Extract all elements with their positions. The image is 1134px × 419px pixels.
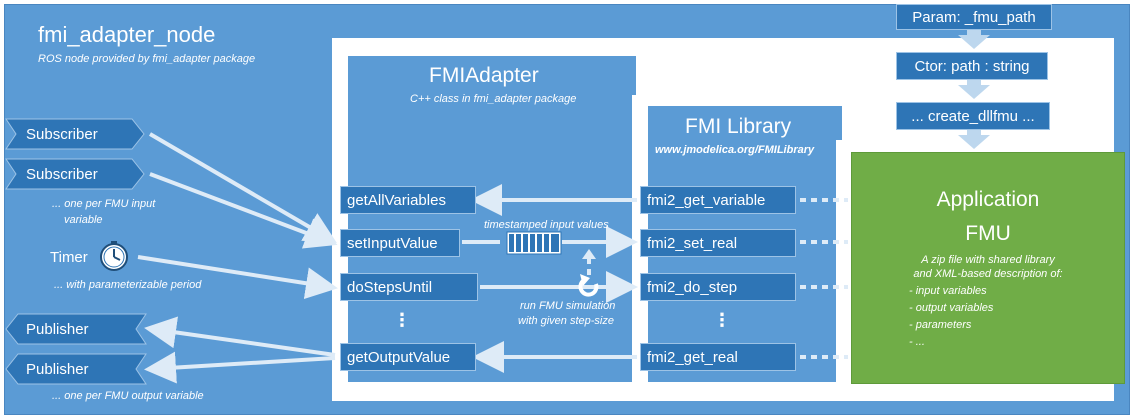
fmu-item-input-variables: - input variables xyxy=(909,285,987,297)
refresh-icon xyxy=(578,274,599,297)
method-label: getOutputValue xyxy=(347,348,451,366)
method-get-all-variables: getAllVariables xyxy=(340,186,476,214)
fmu-description-2: and XML-based description of: xyxy=(913,268,1063,280)
library-ellipsis: ⋮ xyxy=(713,310,731,330)
buffer-icon xyxy=(506,231,562,255)
subscriber2-arrow xyxy=(149,172,338,249)
ctor-box: Ctor: path : string xyxy=(896,52,1048,80)
function-label: fmi2_get_variable xyxy=(647,191,766,209)
publisher-1-label: Publisher xyxy=(26,321,89,338)
subscriber-2-label: Subscriber xyxy=(26,166,98,183)
method-do-steps-until: doStepsUntil xyxy=(340,273,478,301)
fmi-library-title: FMI Library xyxy=(685,115,792,138)
publisher-2-label: Publisher xyxy=(26,361,89,378)
timer-arrow xyxy=(137,255,338,300)
fmu-item-parameters: - parameters xyxy=(909,319,972,331)
method-set-input-value: setInputValue xyxy=(340,229,460,257)
publisher-2-shape xyxy=(5,353,147,385)
subscriber-1-label: Subscriber xyxy=(26,126,98,143)
create-to-fmu-arrow xyxy=(958,129,990,149)
run-simulation-label-1: run FMU simulation xyxy=(520,300,616,312)
subscriber-2-shape xyxy=(5,158,145,190)
fmi-library-url: www.jmodelica.org/FMILibrary xyxy=(655,144,815,156)
method-label: doStepsUntil xyxy=(347,278,433,296)
run-simulation-label-2: with given step-size xyxy=(518,315,614,327)
fmi-adapter-class-container xyxy=(348,56,636,382)
subscriber-note-2: variable xyxy=(64,214,103,226)
param-fmu-path-box: Param: _fmu_path xyxy=(896,4,1052,30)
node-title: fmi_adapter_node xyxy=(38,22,216,47)
method-label: getAllVariables xyxy=(347,191,446,209)
dash-arrowhead xyxy=(582,249,596,259)
timer-note: ... with parameterizable period xyxy=(54,279,202,291)
subscriber-1-shape xyxy=(5,118,145,150)
adapter-subtitle: C++ class in fmi_adapter package xyxy=(410,93,577,105)
function-fmi2-do-step: fmi2_do_step xyxy=(640,273,796,301)
application-fmu-box xyxy=(851,152,1125,384)
timer-label: Timer xyxy=(50,249,88,266)
clock-icon xyxy=(100,241,128,271)
timestamped-input-label: timestamped input values xyxy=(484,219,609,231)
adapter-ellipsis: ⋮ xyxy=(393,310,411,330)
adapter-title: FMIAdapter xyxy=(429,64,539,87)
param-label: Param: _fmu_path xyxy=(912,8,1036,26)
method-get-output-value: getOutputValue xyxy=(340,343,476,371)
function-label: fmi2_do_step xyxy=(647,278,738,296)
function-fmi2-set-real: fmi2_set_real xyxy=(640,229,796,257)
ctor-label: Ctor: path : string xyxy=(914,57,1030,75)
publisher-note: ... one per FMU output variable xyxy=(52,390,204,402)
param-to-ctor-arrow xyxy=(958,29,990,49)
publisher2-arrow xyxy=(144,351,336,384)
fmu-item-more: - ... xyxy=(909,336,925,348)
create-dllfmu-box: ... create_dllfmu ... xyxy=(896,102,1050,130)
function-label: fmi2_set_real xyxy=(647,234,738,252)
publisher-1-shape xyxy=(5,313,147,345)
function-fmi2-get-variable: fmi2_get_variable xyxy=(640,186,796,214)
subscriber-note-1: ... one per FMU input xyxy=(52,198,156,210)
create-label: ... create_dllfmu ... xyxy=(911,107,1035,125)
publisher1-arrow xyxy=(144,316,336,357)
ctor-to-create-arrow xyxy=(958,79,990,99)
subscriber1-arrow xyxy=(148,132,337,244)
fmu-description-1: A zip file with shared library xyxy=(921,254,1055,266)
function-fmi2-get-real: fmi2_get_real xyxy=(640,343,796,371)
node-subtitle: ROS node provided by fmi_adapter package xyxy=(38,53,256,65)
fmu-title-1: Application xyxy=(936,188,1040,211)
fmu-item-output-variables: - output variables xyxy=(909,302,994,314)
method-label: setInputValue xyxy=(347,234,438,252)
fmu-title-2: FMU xyxy=(965,222,1011,245)
function-label: fmi2_get_real xyxy=(647,348,738,366)
